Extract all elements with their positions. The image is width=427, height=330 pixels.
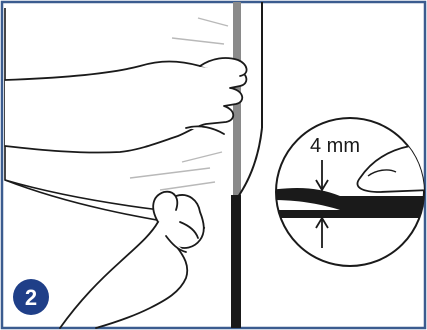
measurement-label: 4 mm [310, 135, 360, 157]
step-badge: 2 [13, 279, 49, 315]
step-number: 2 [25, 285, 37, 310]
surface-layer [270, 210, 427, 218]
